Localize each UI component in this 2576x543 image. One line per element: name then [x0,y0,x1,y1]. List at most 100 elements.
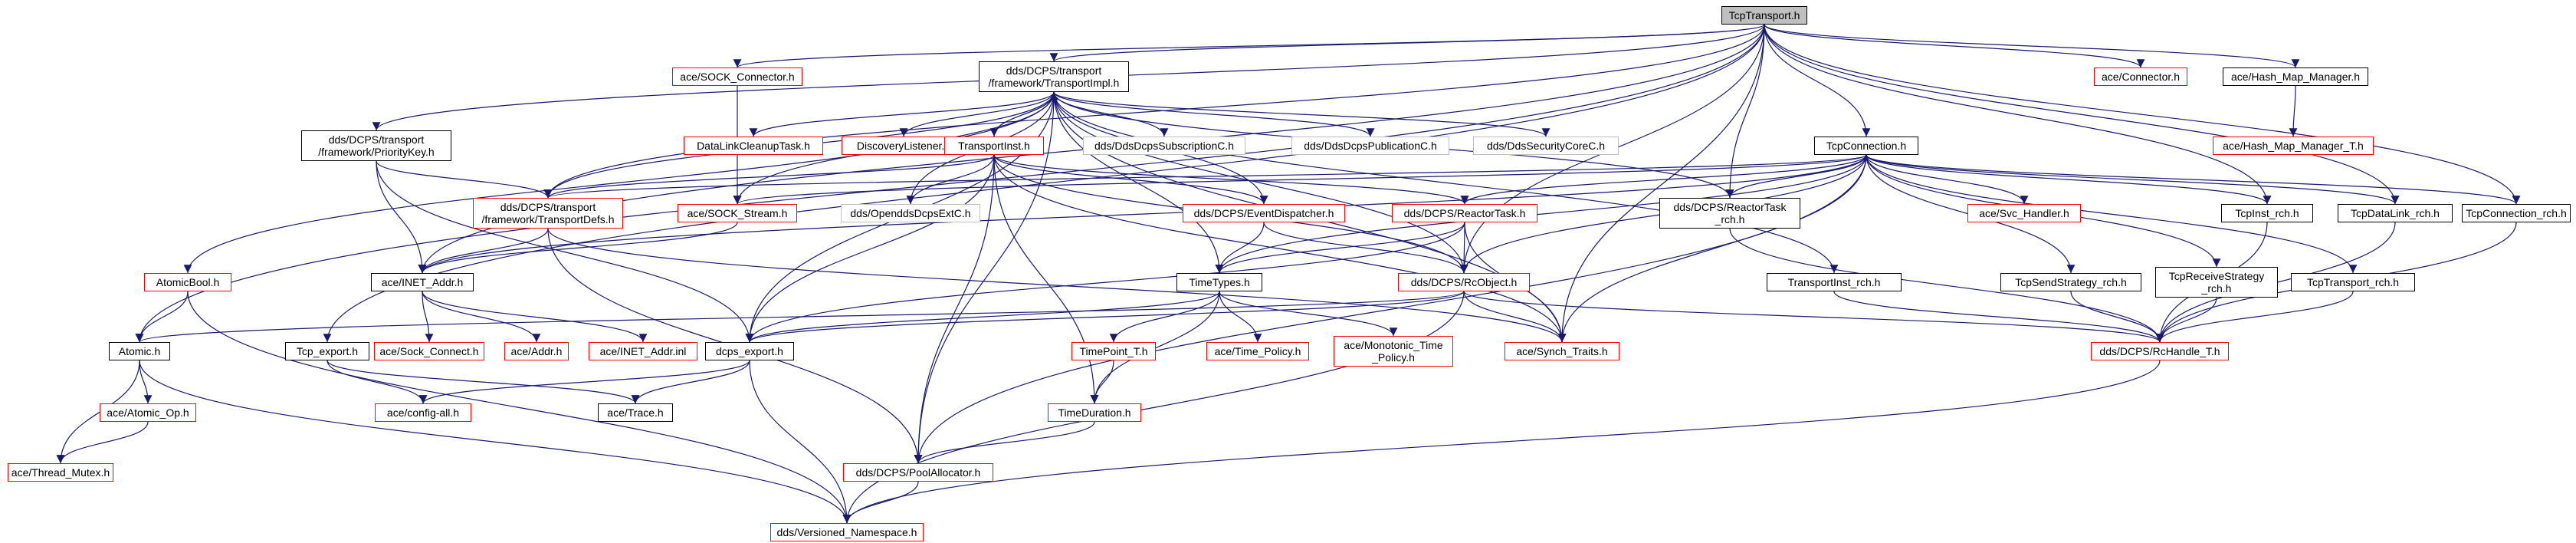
node-label-line: TimeTypes.h [1189,276,1250,288]
node-hashmapmanager[interactable]: ace/Hash_Map_Manager.h [2223,67,2368,86]
edge-atomic-to-atomicop [139,360,153,404]
edge-timeduration-to-poolallocator [914,421,1095,464]
node-label-line: DataLinkCleanupTask.h [697,140,810,152]
node-tcpconnection[interactable]: TcpConnection.h [1814,137,1918,155]
node-trace[interactable]: ace/Trace.h [598,403,673,422]
node-atomicbool[interactable]: AtomicBool.h [144,273,231,291]
node-atomic[interactable]: Atomic.h [109,342,170,360]
node-label-line: ace/Monotonic_Time [1344,339,1443,351]
node-tcpsendstrategy[interactable]: TcpSendStrategy_rch.h [2000,273,2141,291]
node-configall[interactable]: ace/config-all.h [375,403,471,422]
node-label-line: TimePoint_T.h [1079,345,1148,357]
node-label-line: dds/DCPS/EventDispatcher.h [1193,207,1334,219]
node-label-line: _rch.h [1715,213,1745,225]
edge-rcobject-to-versioned [842,291,1465,524]
edge-transportinst-to-eventdispatcher [993,154,1268,205]
node-datalinkcleanup[interactable]: DataLinkCleanupTask.h [684,137,823,155]
node-tcpexport[interactable]: Tcp_export.h [285,342,369,360]
node-monotonic[interactable]: ace/Monotonic_Time_Policy.h [1334,336,1453,367]
edge-transportimpl-to-atomicbool [183,91,1055,274]
node-subscriptionc[interactable]: dds/DdsDcpsSubscriptionC.h [1083,137,1245,155]
node-versioned[interactable]: dds/Versioned_Namespace.h [770,523,924,541]
node-transportinst[interactable]: TransportInst.h [944,137,1044,155]
node-hashmapmanagert[interactable]: ace/Hash_Map_Manager_T.h [2213,137,2374,155]
node-label-line: dds/DdsDcpsPublicationC.h [1304,140,1437,152]
node-tcpinstrch[interactable]: TcpInst_rch.h [2221,204,2313,222]
node-transportimpl[interactable]: dds/DCPS/transport/framework/TransportIm… [979,61,1129,92]
node-sockstream[interactable]: ace/SOCK_Stream.h [678,204,797,222]
edge-tcptransport-to-atomic [135,24,1765,343]
edge-reactortask-to-timetypes [1215,222,1465,274]
edge-tcptransport-to-tcpconnectionrch [1764,24,2521,205]
node-inetaddr[interactable]: ace/INET_Addr.h [371,273,474,291]
node-connector[interactable]: ace/Connector.h [2094,67,2187,86]
node-label-line: ace/Sock_Connect.h [379,345,479,357]
node-label-line: TcpDataLink_rch.h [2351,207,2440,219]
node-rchandlet[interactable]: dds/DCPS/RcHandle_T.h [2091,342,2229,360]
node-timepoint[interactable]: TimePoint_T.h [1071,342,1156,360]
node-sockconnect[interactable]: ace/Sock_Connect.h [374,342,484,360]
node-ddsexport[interactable]: dcps_export.h [705,342,794,360]
node-rcobject[interactable]: dds/DCPS/RcObject.h [1398,273,1530,291]
node-label-line: ace/Hash_Map_Manager_T.h [2223,140,2364,152]
edge-transportinstrch-to-rchandlet [1833,291,2164,343]
edge-transportimpl-to-poolallocator [914,91,1055,464]
node-label-line: ace/SOCK_Connector.h [680,71,795,83]
edge-transportdefs-to-inetaddr [418,228,549,274]
node-prioritykey[interactable]: dds/DCPS/transport/framework/PriorityKey… [301,130,451,161]
node-transportinstrch[interactable]: TransportInst_rch.h [1767,273,1902,291]
edge-transportinst-to-poolallocator [914,154,995,464]
node-inetaddrinl[interactable]: ace/INET_Addr.inl [589,342,697,360]
node-label-line: dds/DCPS/transport [500,201,596,213]
node-poolallocator[interactable]: dds/DCPS/PoolAllocator.h [843,463,993,482]
node-label-line: ace/Thread_Mutex.h [11,466,110,479]
node-timeduration[interactable]: TimeDuration.h [1048,403,1141,422]
node-label-line: TcpConnection.h [1826,140,1907,152]
edge-reactortask-to-ddsexport [745,222,1465,343]
node-timetypes[interactable]: TimeTypes.h [1176,273,1262,291]
node-tcpconnectionrch[interactable]: TcpConnection_rch.h [2462,204,2571,222]
node-label-line: /framework/TransportDefs.h [481,213,615,225]
node-label-line: _rch.h [2201,282,2232,295]
node-label-line: dds/DCPS/ReactorTask [1673,201,1787,213]
edge-sockstream-to-inetaddr [418,222,738,274]
edge-tcptransport-to-tcpconnection [1764,24,1871,137]
edge-tcptransport-to-hashmapmanager [1764,24,2300,68]
edge-poolallocator-to-versioned [842,481,919,524]
edge-tcptransport-to-tcpdatalinkrch [1764,24,2400,205]
node-svchandler[interactable]: ace/Svc_Handler.h [1967,204,2081,222]
node-threadmutex[interactable]: ace/Thread_Mutex.h [8,463,113,482]
node-tcptransport[interactable]: TcpTransport.h [1721,6,1807,25]
edge-tcpconnection-to-reactortask [1460,154,1867,205]
node-synchtraits[interactable]: ace/Synch_Traits.h [1505,342,1619,360]
edge-timetypes-to-ddsexport [745,291,1220,343]
edge-tcpconnection-to-tcpinstrch [1866,154,2272,205]
node-label-line: dds/DCPS/transport [328,133,425,146]
node-eventdispatcher[interactable]: dds/DCPS/EventDispatcher.h [1183,204,1345,222]
node-transportdefs[interactable]: dds/DCPS/transport/framework/TransportDe… [473,198,623,229]
edge-tcpreceivestrategy-to-rchandlet [2155,297,2217,343]
node-opendds[interactable]: dds/OpenddsDcpsExtC.h [841,204,980,222]
node-tcpdatalinkrch[interactable]: TcpDataLink_rch.h [2338,204,2453,222]
edge-tcpconnection-to-tcpconnectionrch [1866,154,2521,205]
edge-atomicbool-to-atomic [135,291,189,343]
node-timepolicy[interactable]: ace/Time_Policy.h [1206,342,1309,360]
node-sockconnector[interactable]: ace/SOCK_Connector.h [672,67,802,86]
node-atomicop[interactable]: ace/Atomic_Op.h [100,403,196,422]
node-label-line: ace/Svc_Handler.h [1979,207,2069,219]
node-tcptransportrch[interactable]: TcpTransport_rch.h [2291,273,2415,291]
node-label-line: ace/Trace.h [607,406,664,419]
node-addr[interactable]: ace/Addr.h [504,342,569,360]
edge-inetaddr-to-inetaddrinl [422,291,648,343]
node-reactortaskrch[interactable]: dds/DCPS/ReactorTask_rch.h [1659,198,1800,229]
edge-tcpconnection-to-svchandler [1866,154,2029,205]
edge-tcptransport-to-reactortaskrch [1725,24,1765,199]
node-label-line: ace/Synch_Traits.h [1516,345,1608,357]
node-securitycorec[interactable]: dds/DdsSecurityCoreC.h [1473,137,1619,155]
node-publicationc[interactable]: dds/DdsDcpsPublicationC.h [1291,137,1449,155]
edge-atomicbool-to-versioned [187,291,852,524]
node-reactortask[interactable]: dds/DCPS/ReactorTask.h [1392,204,1537,222]
edge-tcptransport-to-tcpinstrch [1764,24,2272,205]
node-tcpreceivestrategy[interactable]: TcpReceiveStrategy_rch.h [2155,267,2278,298]
edge-prioritykey-to-inetaddr [376,160,427,274]
